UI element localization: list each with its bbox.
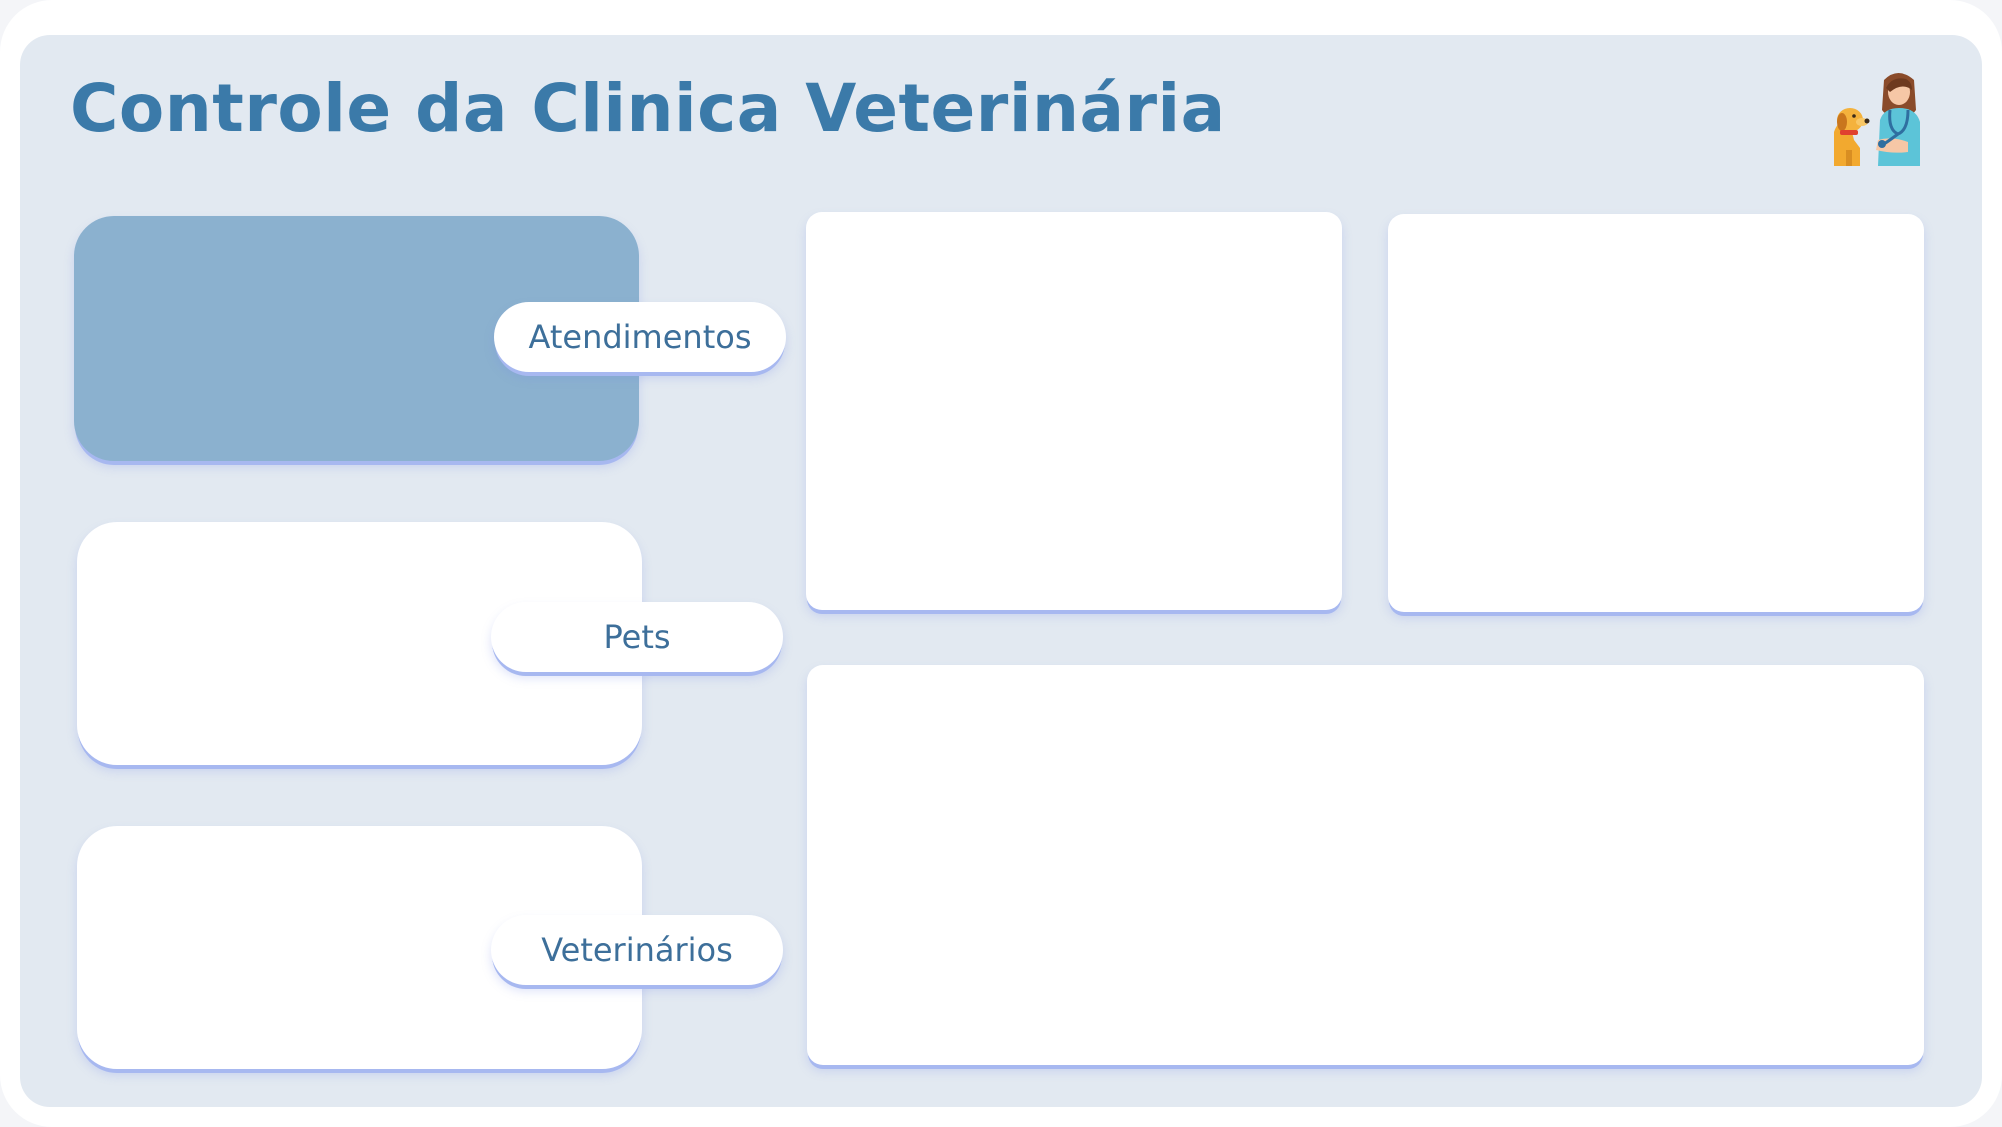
veterinarian-with-dog-icon xyxy=(1834,73,1920,166)
page-title: Controle da Clinica Veterinária xyxy=(70,70,1226,147)
chart-card-bottom xyxy=(807,665,1924,1065)
chart-card-top-left xyxy=(806,212,1342,610)
nav-button-atendimentos[interactable]: Atendimentos xyxy=(494,302,786,372)
nav-button-veterinarios[interactable]: Veterinários xyxy=(491,915,783,985)
nav-button-pets[interactable]: Pets xyxy=(491,602,783,672)
chart-card-top-right xyxy=(1388,214,1924,612)
